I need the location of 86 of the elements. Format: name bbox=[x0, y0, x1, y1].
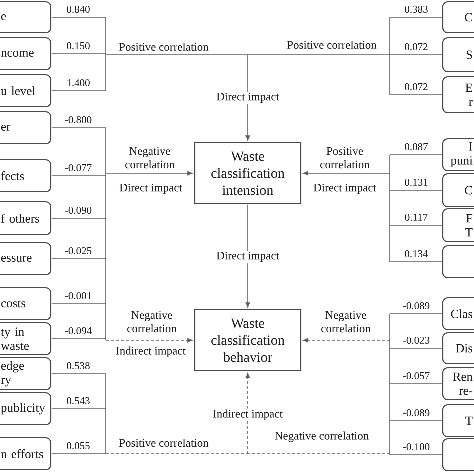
factor-box: C bbox=[442, 1, 474, 34]
coefficient-label: -0.077 bbox=[64, 163, 94, 173]
relation-label: Negative correlation bbox=[120, 310, 184, 334]
factor-box: Ren re- bbox=[442, 367, 474, 401]
connector-line bbox=[52, 218, 106, 219]
coefficient-label: -0.089 bbox=[402, 301, 432, 311]
factor-box: I puni bbox=[442, 138, 474, 172]
connector-arrow bbox=[246, 204, 250, 308]
factor-box: er bbox=[0, 111, 52, 145]
coefficient-label: 0.087 bbox=[404, 142, 430, 152]
relation-label: Negative correlation bbox=[274, 430, 370, 444]
relation-label: Indirect impact bbox=[212, 408, 284, 422]
connector-arrow bbox=[303, 338, 390, 343]
edge-label: Direct impact bbox=[216, 250, 280, 264]
connector-line bbox=[52, 408, 106, 410]
factor-box: Clas bbox=[442, 297, 474, 331]
coefficient-label: 0.072 bbox=[404, 42, 430, 52]
connector-line bbox=[106, 54, 248, 56]
coefficient-label: -0.025 bbox=[64, 246, 94, 256]
relation-label: Positive correlation bbox=[286, 40, 378, 50]
coefficient-label: 0.134 bbox=[404, 249, 430, 259]
connector-line bbox=[52, 17, 106, 18]
coefficient-label: 0.538 bbox=[66, 361, 92, 371]
relation-label: Indirect impact bbox=[115, 346, 187, 358]
factor-box: ncome bbox=[0, 37, 52, 71]
connector-line bbox=[390, 17, 442, 18]
coefficient-label: 0.383 bbox=[404, 4, 430, 14]
coefficient-label: -0.800 bbox=[64, 115, 94, 125]
connector-line bbox=[390, 94, 442, 96]
connector-line bbox=[390, 190, 442, 191]
connector-line bbox=[248, 54, 390, 56]
connector-line bbox=[390, 225, 442, 226]
factor-box: essure bbox=[0, 242, 52, 276]
coefficient-label: -0.100 bbox=[402, 442, 432, 452]
coefficient-label: -0.094 bbox=[64, 326, 94, 336]
coefficient-label: 0.117 bbox=[404, 212, 430, 222]
connector-line bbox=[390, 348, 442, 349]
connector-line bbox=[390, 420, 442, 422]
relation-label: Positive correlation bbox=[313, 146, 377, 170]
factor-box: f others bbox=[0, 201, 52, 236]
coefficient-label: -0.001 bbox=[64, 291, 94, 301]
relation-label: Direct impact bbox=[312, 182, 378, 196]
factor-box: E r bbox=[442, 76, 474, 114]
connector-line bbox=[390, 154, 442, 156]
coefficient-label: 0.840 bbox=[66, 4, 92, 14]
factor-box: fects bbox=[0, 159, 52, 193]
coefficient-label: 0.543 bbox=[66, 396, 92, 406]
coefficient-label: -0.023 bbox=[402, 336, 432, 346]
coefficient-label: 0.150 bbox=[66, 41, 92, 51]
coefficient-label: -0.057 bbox=[402, 371, 432, 381]
relation-label: Positive correlation bbox=[118, 42, 210, 52]
connector-arrow bbox=[106, 338, 193, 343]
connector-arrow bbox=[303, 171, 390, 176]
factor-box bbox=[442, 438, 474, 472]
factor-box: T bbox=[442, 404, 474, 438]
relation-label: Direct impact bbox=[118, 182, 184, 196]
coefficient-label: 0.072 bbox=[404, 82, 430, 92]
factor-box: costs bbox=[0, 287, 52, 321]
relation-label: Negative correlation bbox=[314, 310, 378, 334]
factor-box: C bbox=[442, 173, 474, 208]
coefficient-label: -0.090 bbox=[64, 206, 94, 216]
connector-line bbox=[52, 338, 106, 340]
connector-line bbox=[390, 454, 442, 456]
factor-box: u level bbox=[0, 74, 52, 108]
coefficient-label: 1.400 bbox=[66, 78, 92, 88]
relation-label: Direct impact bbox=[216, 92, 280, 104]
factor-box: edge ry bbox=[0, 357, 52, 391]
coefficient-label: -0.089 bbox=[402, 408, 432, 418]
factor-box bbox=[442, 245, 474, 279]
connector-line bbox=[52, 258, 106, 260]
factor-box: F T bbox=[442, 208, 474, 243]
factor-box: e bbox=[0, 1, 52, 34]
connector-arrow bbox=[246, 373, 250, 454]
connector-line bbox=[390, 54, 442, 56]
concept-box: Waste classification behavior bbox=[194, 309, 302, 372]
connector-arrow bbox=[106, 171, 193, 176]
factor-box: Dis bbox=[442, 332, 474, 365]
relation-label: Positive correlation bbox=[118, 438, 210, 448]
concept-box: Waste classification intension bbox=[194, 142, 302, 205]
coefficient-label: 0.131 bbox=[404, 178, 430, 188]
coefficient-label: 0.055 bbox=[66, 441, 92, 451]
factor-box: S bbox=[442, 37, 474, 73]
connector-line bbox=[52, 90, 106, 92]
relation-label: Negative correlation bbox=[118, 146, 182, 170]
factor-box: n efforts bbox=[0, 437, 52, 471]
factor-box: publicity bbox=[0, 392, 52, 426]
